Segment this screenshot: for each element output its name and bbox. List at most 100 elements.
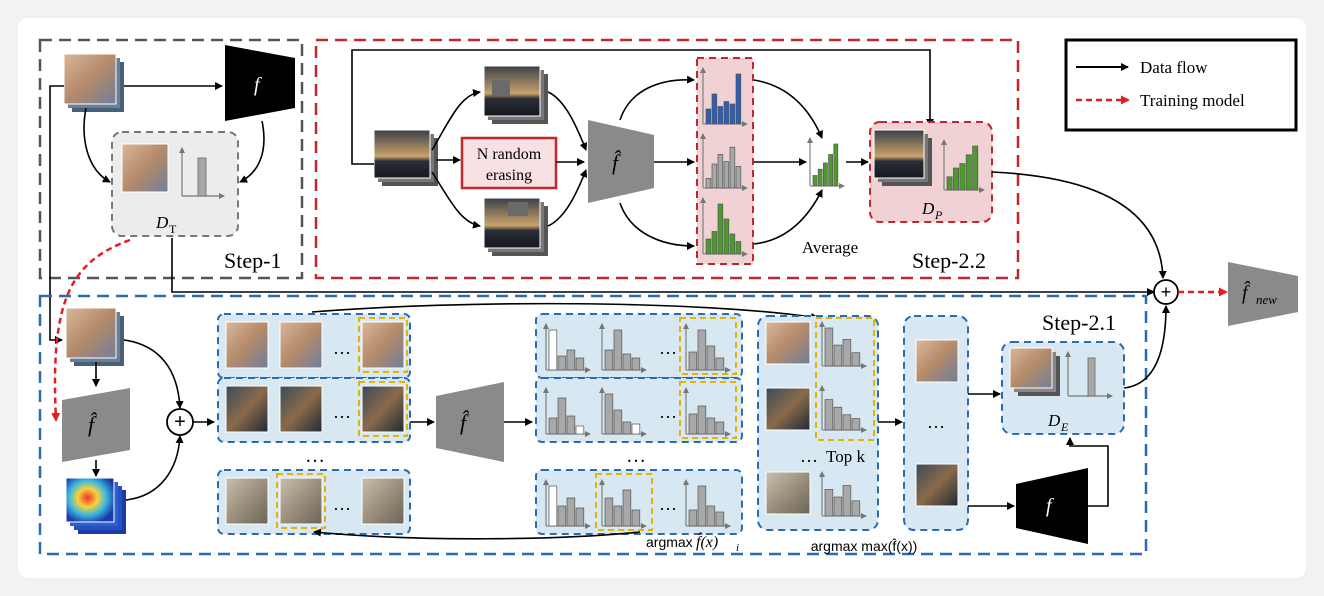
hist-bar: [631, 509, 641, 527]
hist-bar: [575, 507, 585, 527]
hist-bar: [723, 161, 730, 189]
dt-label: D: [155, 213, 169, 232]
step21-f-text: f: [1046, 495, 1054, 517]
hist-bar: [972, 145, 979, 191]
augmented-image: [361, 477, 405, 525]
dataset-dt-panel: D T: [111, 131, 239, 237]
hist-bar: [613, 329, 623, 371]
image-row-ellipsis: …: [333, 338, 351, 358]
hist-bar: [851, 352, 861, 367]
hist-bar: [946, 176, 953, 191]
step1-region: Step-1 f D T: [38, 38, 304, 280]
hist-bar: [851, 500, 861, 517]
hist-bar: [557, 397, 567, 435]
average-label: Average: [802, 238, 858, 257]
model-f-new: f̂ new: [1228, 262, 1298, 326]
highlight-frame: [276, 473, 326, 529]
hist-bar: [723, 218, 730, 255]
top-k-label: Top k: [826, 447, 865, 466]
highlight-frame: [679, 381, 737, 439]
hist-bar: [817, 168, 823, 187]
hist-bar: [622, 489, 632, 527]
hist-bar: [706, 505, 716, 527]
hist-bar: [566, 415, 576, 435]
step21-model-f: f: [1016, 468, 1088, 544]
hist-bar: [711, 231, 718, 255]
augmented-image: [361, 385, 405, 433]
hist-bar: [711, 93, 718, 125]
hist-bar: [575, 357, 585, 371]
augmented-image: [225, 477, 269, 525]
mix-sum-node: +: [166, 408, 194, 436]
hist-bar: [631, 423, 641, 435]
hist-bar: [622, 421, 632, 435]
hist-bar: [824, 399, 834, 431]
de-label: D: [1047, 411, 1061, 430]
hist-bar: [688, 351, 698, 371]
hist-bar: [823, 162, 828, 187]
argmax-i-label: argmax f̂(x) i: [646, 532, 739, 554]
hist-bar: [706, 345, 716, 371]
hist-bar: [735, 73, 742, 125]
f-new-text: f̂: [1242, 280, 1251, 304]
hist-bar: [723, 101, 730, 125]
hist-bar: [842, 339, 852, 367]
augmented-image: [279, 321, 323, 369]
selected-samples-panel: …: [903, 315, 969, 531]
hist-bar: [812, 175, 818, 187]
hist-bar: [557, 355, 567, 371]
augmented-image: [225, 385, 269, 433]
step22-input-images: [373, 129, 438, 186]
hist-bar: [833, 143, 839, 187]
hist-bar: [566, 497, 576, 527]
random-erasing-line2: erasing: [486, 167, 532, 184]
hist-bar: [824, 327, 834, 367]
hist-bar: [715, 511, 725, 527]
prediction-histogram-rows: … … …: [535, 313, 743, 535]
hist-bar: [548, 417, 558, 435]
hist-row-ellipsis: …: [659, 402, 677, 422]
step1-f-text: f: [254, 74, 262, 96]
augmented-image-rows: … … …: [217, 313, 411, 535]
step21-model-fhat: f̂: [62, 388, 130, 462]
augmented-image: [225, 321, 269, 369]
hist-bar: [604, 393, 614, 435]
step1-model-f: f: [225, 45, 295, 121]
hist-bar: [688, 509, 698, 527]
dp-label: D: [921, 199, 935, 218]
step1-input-images: [63, 53, 124, 112]
hist-bar: [688, 413, 698, 435]
dataset-de-panel: D E: [1001, 341, 1125, 435]
hist-bar: [575, 425, 585, 435]
hist-bar: [959, 163, 966, 191]
step21-region: Step-2.1 f̂ + … … … …: [38, 294, 1170, 556]
random-erasing-line1: N random: [477, 146, 542, 163]
hist-bar: [953, 167, 959, 191]
hist-bar: [735, 166, 742, 189]
step21-label: Step-2.1: [1042, 310, 1116, 335]
step22-histograms: [700, 67, 748, 257]
training-dashed-arrow: [51, 238, 131, 422]
highlight-frame: [679, 317, 737, 375]
hist-bar: [842, 485, 852, 517]
image-row-ellipsis: …: [333, 402, 351, 422]
hist-bar: [613, 505, 623, 527]
hist-bar: [717, 106, 724, 125]
hist-row-ellipsis: …: [659, 494, 677, 514]
hist-bar: [705, 108, 712, 125]
step22-fhat-text: f̂: [612, 150, 622, 175]
hist-bar: [706, 417, 716, 435]
hist-rows-ellipsis: …: [626, 445, 646, 467]
hist-bar: [842, 414, 852, 431]
hist-bar: [604, 349, 614, 371]
dp-sub: P: [934, 208, 943, 222]
step21-fhat2-text: f̂: [460, 410, 470, 435]
highlight-frame: [358, 381, 408, 437]
hist-bar: [697, 329, 707, 371]
augmented-image: [279, 385, 323, 433]
image-rows-ellipsis: …: [305, 445, 325, 467]
hist-bar: [548, 329, 558, 371]
average-histogram: [807, 137, 845, 189]
argmax-i-prefix: argmax: [646, 534, 693, 550]
hist-bar: [697, 485, 707, 527]
